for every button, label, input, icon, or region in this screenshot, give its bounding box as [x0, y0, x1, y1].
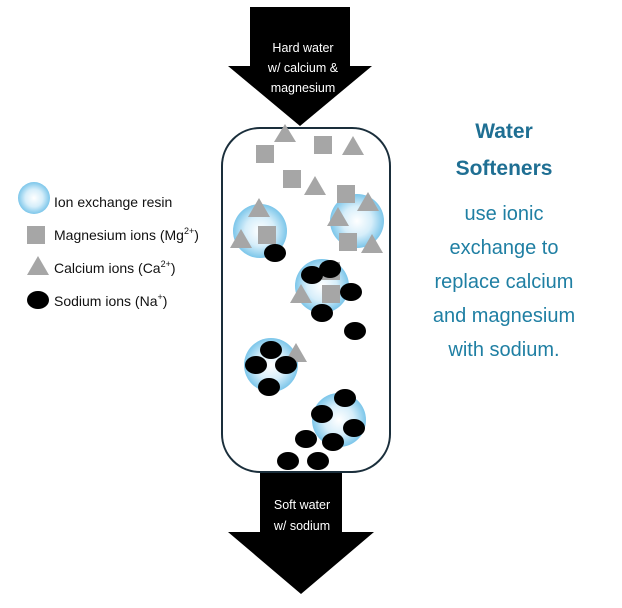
sodium-ion [301, 266, 323, 284]
sodium-ion [245, 356, 267, 374]
sodium-ion [334, 389, 356, 407]
legend-resin-label: Ion exchange resin [54, 194, 172, 210]
sodium-ion [343, 419, 365, 437]
hard-water-label-line-1: Hard water [272, 41, 333, 55]
sodium-ion [260, 341, 282, 359]
title-line-2: Softeners [456, 157, 553, 180]
sodium-ion [311, 304, 333, 322]
magnesium-ion [256, 145, 274, 163]
magnesium-ion [339, 233, 357, 251]
hard-water-arrow: Hard water w/ calcium & magnesium [228, 7, 372, 126]
soft-water-label-line-2: w/ sodium [273, 519, 330, 533]
sodium-ion [295, 430, 317, 448]
sodium-ion [344, 322, 366, 340]
sodium-ion [319, 260, 341, 278]
description: use ionic exchange to replace calcium an… [433, 203, 575, 361]
legend-sodium-label: Sodium ions (Na+) [54, 292, 167, 309]
calcium-ion [357, 192, 379, 211]
legend-calcium-icon [27, 256, 49, 275]
calcium-ion [274, 124, 296, 142]
sodium-ion [275, 356, 297, 374]
resin-bead [244, 338, 298, 392]
description-line-2: exchange to [450, 237, 559, 259]
hard-water-label-line-3: magnesium [271, 81, 336, 95]
calcium-ion [230, 229, 252, 248]
description-line-4: and magnesium [433, 305, 575, 327]
legend: Ion exchange resin Magnesium ions (Mg2+)… [18, 182, 199, 309]
calcium-ion [342, 136, 364, 155]
sodium-ion [264, 244, 286, 262]
sodium-ion [277, 452, 299, 470]
sodium-ion [322, 433, 344, 451]
description-line-3: replace calcium [435, 271, 574, 293]
magnesium-ion [322, 285, 340, 303]
description-line-5: with sodium. [447, 339, 559, 361]
soft-water-arrow: Soft water w/ sodium [228, 470, 374, 594]
calcium-ions [230, 124, 383, 362]
calcium-ion [361, 234, 383, 253]
calcium-ion [290, 284, 312, 303]
legend-magnesium-label: Magnesium ions (Mg2+) [54, 226, 199, 243]
sodium-ions [245, 244, 366, 470]
calcium-ion [327, 207, 349, 226]
title: Water Softeners [456, 120, 553, 180]
calcium-ion [304, 176, 326, 195]
calcium-ion [248, 198, 270, 217]
legend-resin-icon [18, 182, 50, 214]
soft-water-label-line-1: Soft water [274, 498, 330, 512]
description-line-1: use ionic [465, 203, 544, 225]
magnesium-ion [337, 185, 355, 203]
sodium-ion [307, 452, 329, 470]
magnesium-ion [314, 136, 332, 154]
sodium-ion [340, 283, 362, 301]
magnesium-ion [283, 170, 301, 188]
legend-magnesium-icon [27, 226, 45, 244]
sodium-ion [311, 405, 333, 423]
legend-calcium-label: Calcium ions (Ca2+) [54, 259, 176, 276]
sodium-ion [258, 378, 280, 396]
title-line-1: Water [475, 120, 533, 143]
magnesium-ion [258, 226, 276, 244]
hard-water-label-line-2: w/ calcium & [267, 61, 339, 75]
legend-sodium-icon [27, 291, 49, 309]
